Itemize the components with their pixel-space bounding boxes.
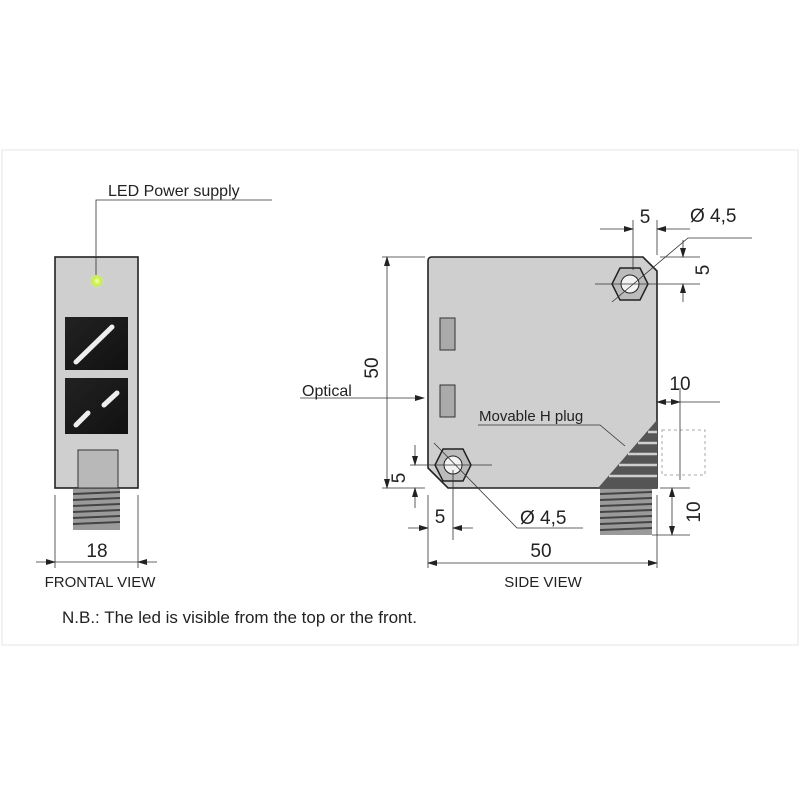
connector-thread [72,489,121,530]
plug-bottom-offset-label: 10 [684,501,705,522]
hole-top-leader [611,237,752,303]
plug-side-offset-label: 10 [669,374,690,395]
led-indicator [90,274,104,288]
alternate-plug-position [661,429,706,476]
bottom-hole-offset-x-label: 5 [435,507,446,528]
hole-top-diameter-label: Ø 4,5 [690,206,736,227]
sensor-side-body [427,256,658,489]
bottom-hole-offset-y-label: 5 [389,473,410,484]
lens-glint [101,390,120,408]
width-dimension-label: 18 [86,541,107,562]
top-hole-offset-x-label: 5 [640,207,651,228]
hole-bottom-leader [433,442,583,529]
optical-slot [439,384,456,418]
led-label: LED Power supply [108,183,240,200]
height-dimension-label: 50 [362,357,383,378]
movable-plug-label: Movable H plug [479,408,583,425]
frontal-view: LED Power supply 18 FRONTAL VIEW [36,183,272,591]
connector-thread [599,489,653,535]
optical-label: Optical [302,383,352,400]
note-text: N.B.: The led is visible from the top or… [62,608,417,627]
optical-slot [439,317,456,351]
mounting-nut-top [595,267,668,301]
movable-plug-leader [478,424,626,447]
width-dimension-label: 50 [530,541,551,562]
side-view-title: SIDE VIEW [504,574,582,591]
lens-glint [73,410,91,428]
hole-bottom-diameter-label: Ø 4,5 [520,508,566,529]
side-view: 50 Optical 50 SIDE VIEW 5 5 Ø 4,5 10 [300,206,752,591]
movable-plug-hatch [598,420,657,488]
frontal-view-title: FRONTAL VIEW [45,574,157,591]
top-hole-offset-y-label: 5 [693,265,714,276]
mounting-nut-bottom [410,448,492,482]
led-leader-line [95,199,272,275]
hatch-lines [609,430,657,478]
lens-glint [73,324,115,365]
connector-base [77,449,119,489]
